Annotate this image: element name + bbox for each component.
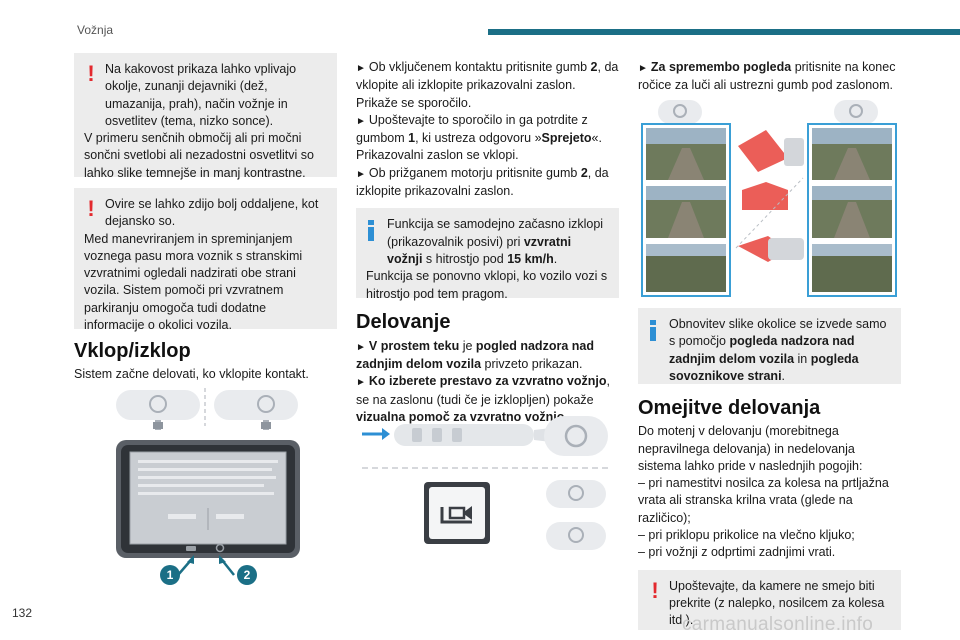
message-shown-text: Prikaže se sporočilo. [356,95,472,110]
steering-wheel-icon [546,480,606,508]
screen-frame-left [641,123,731,297]
limits-item: – pri vožnji z odprtimi zadnjimi vrati. [638,545,836,560]
steering-wheel-icon [214,390,298,430]
bullet-arrow-icon: ► [356,168,366,180]
step-deactivate: ►Ob prižganem motorju pritisnite gumb 2,… [356,165,609,199]
steering-wheel-icon [116,390,200,430]
callout-badge-2: 2 [237,565,257,585]
arrow-to-button-2 [219,555,235,576]
warning-lead-text: Ovire se lahko zdijo bolj oddaljene, kot… [105,197,319,229]
limits-intro: Do motenj v delovanju (morebitnega nepra… [638,424,863,473]
light-stalk-illustration [362,416,612,550]
camera-button-icon [424,482,490,544]
steering-wheel-icon [544,416,608,456]
van-camera-coverage-icon [735,130,804,262]
step-activate: ►Ob vključenem kontaktu pritisnite gumb … [356,60,619,93]
limits-item: – pri priklopu prikolice na vlečno kljuk… [638,528,855,543]
page-number: 132 [12,606,33,620]
warning-box-cameras: ! Upoštevajte, da kamere ne smejo biti p… [638,569,901,630]
arrow-to-button-1 [177,555,194,576]
info-icon [650,320,656,341]
header-accent-bar [488,29,960,35]
warning-icon: ! [87,61,95,86]
change-view-text: ►Za spremembo pogleda pritisnite na kone… [638,60,896,93]
info-body-text: Funkcija se ponovno vklopi, ko vozilo vo… [366,269,608,301]
display-on-text: Prikazovalni zaslon se vklopi. [356,148,519,163]
warning-icon: ! [87,196,95,221]
camera-views-illustration [641,100,897,297]
display-activation-illustration [116,388,300,576]
watermark: carmanualsonline.info [682,614,874,635]
limits-item: – pri namestitvi nosilca za kolesa na pr… [638,476,889,525]
callout-badge-1: 1 [160,565,180,585]
info-box-reconstruction: Obnovitev slike okolice se izvede samo s… [638,308,901,384]
info-box-speed: Funkcija se samodejno začasno izklopi (p… [356,208,619,301]
operation-neutral: ►V prostem teku je pogled nadzora nad za… [356,338,594,371]
warning-lead-text: Na kakovost prikaza lahko vplivajo okolj… [105,62,297,128]
warning-body-text: Med manevriranjem in spreminjanjem vozne… [84,231,303,333]
column-3: ►Za spremembo pogleda pritisnite na kone… [638,59,901,95]
steering-wheel-icon [658,100,702,124]
section-heading-omejitve: Omejitve delovanja [638,397,821,419]
bullet-arrow-icon: ► [638,63,648,74]
info-text: Obnovitev slike okolice se izvede samo s… [669,317,887,383]
warning-box-quality: ! Na kakovost prikaza lahko vplivajo oko… [74,53,337,180]
warning-icon: ! [651,577,659,603]
running-header: Vožnja [77,23,114,37]
rear-view-display [116,440,300,558]
bullet-arrow-icon: ► [356,115,366,127]
section-heading-delovanje: Delovanje [356,311,451,334]
step-confirm: ►Upoštevajte to sporočilo in ga potrdite… [356,112,602,146]
screen-frame-right [807,123,897,297]
intro-text: Sistem začne delovati, ko vklopite konta… [74,367,309,382]
column-1: ! Na kakovost prikaza lahko vplivajo oko… [74,53,337,384]
bullet-arrow-icon: ► [356,377,366,389]
warning-body-text: V primeru senčnih območij ali pri močni … [84,131,314,180]
camera-view-thumbnails-left [646,128,726,292]
info-lead-text: Funkcija se samodejno začasno izklopi (p… [387,217,604,266]
warning-text: Upoštevajte, da kamere ne smejo biti pre… [669,578,885,628]
bullet-arrow-icon: ► [356,63,366,74]
section-heading-vklop: Vklop/izklop [74,340,191,362]
column-2: ►Ob vključenem kontaktu pritisnite gumb … [356,59,619,426]
bullet-arrow-icon: ► [356,341,366,353]
press-arrow-icon [362,428,390,440]
warning-box-obstacles: ! Ovire se lahko zdijo bolj oddaljene, k… [74,188,337,332]
lighting-stalk-icon [394,424,568,446]
column-3-lower: Obnovitev slike okolice se izvede samo s… [638,308,901,630]
steering-wheel-icon [546,522,606,550]
info-icon [368,220,374,242]
camera-view-thumbnails-right [812,128,892,292]
steering-wheel-icon [834,100,878,124]
